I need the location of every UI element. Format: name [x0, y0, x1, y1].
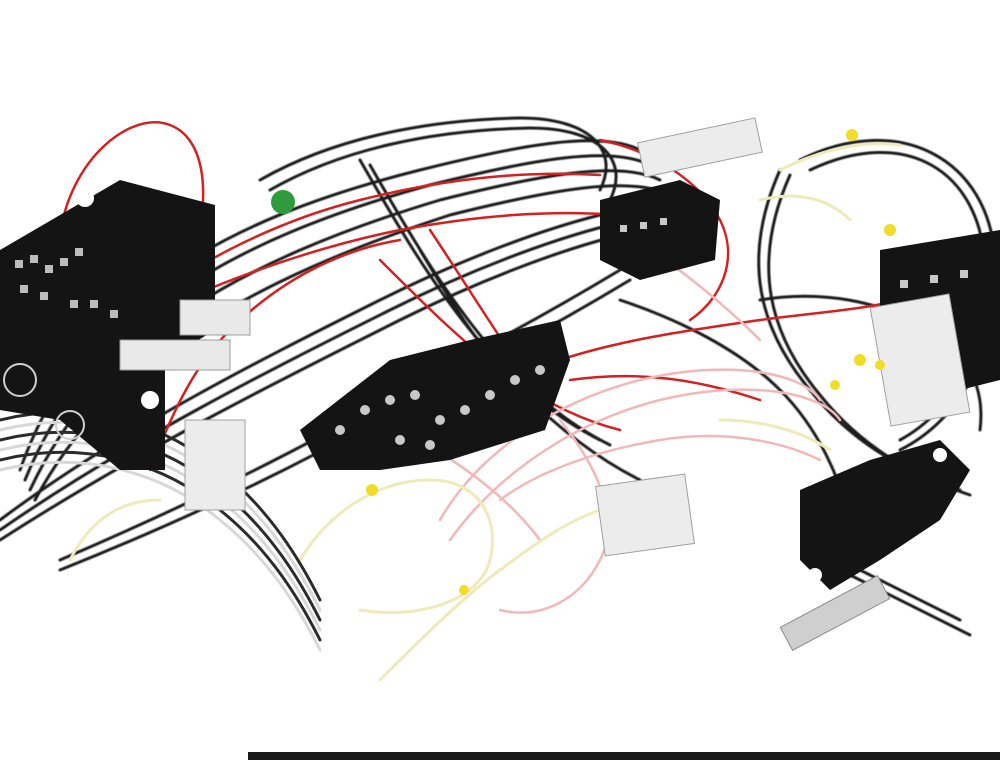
pcb-board-right — [869, 230, 1000, 427]
solder-pads — [335, 365, 545, 450]
pcb-board-lower-right — [595, 440, 970, 651]
pin-header — [184, 419, 246, 511]
pcb-board-upper — [600, 117, 763, 280]
solder-pads — [15, 248, 118, 318]
footer-bar — [248, 752, 1000, 760]
probe — [779, 575, 891, 651]
yellow-led — [366, 484, 378, 496]
connector — [595, 473, 695, 557]
yellow-led — [830, 380, 840, 390]
mounting-hole — [141, 391, 159, 409]
pcb-board-center — [184, 320, 570, 511]
pcb-board-left — [0, 180, 251, 470]
led-indicators — [271, 129, 896, 595]
yellow-led — [459, 585, 469, 595]
pin-header — [179, 299, 251, 336]
yellow-led — [846, 129, 858, 141]
yellow-led — [884, 224, 896, 236]
green-led — [271, 190, 295, 214]
mounting-hole — [933, 448, 947, 462]
yellow-led — [854, 354, 866, 366]
pin-header — [119, 339, 231, 371]
mounting-hole — [76, 189, 94, 207]
buzzer-symbol — [55, 410, 85, 440]
yellow-wire-loops — [68, 142, 902, 682]
mounting-hole — [808, 568, 822, 582]
yellow-led — [875, 360, 885, 370]
buzzer-symbol — [3, 363, 37, 397]
connector — [636, 117, 763, 178]
